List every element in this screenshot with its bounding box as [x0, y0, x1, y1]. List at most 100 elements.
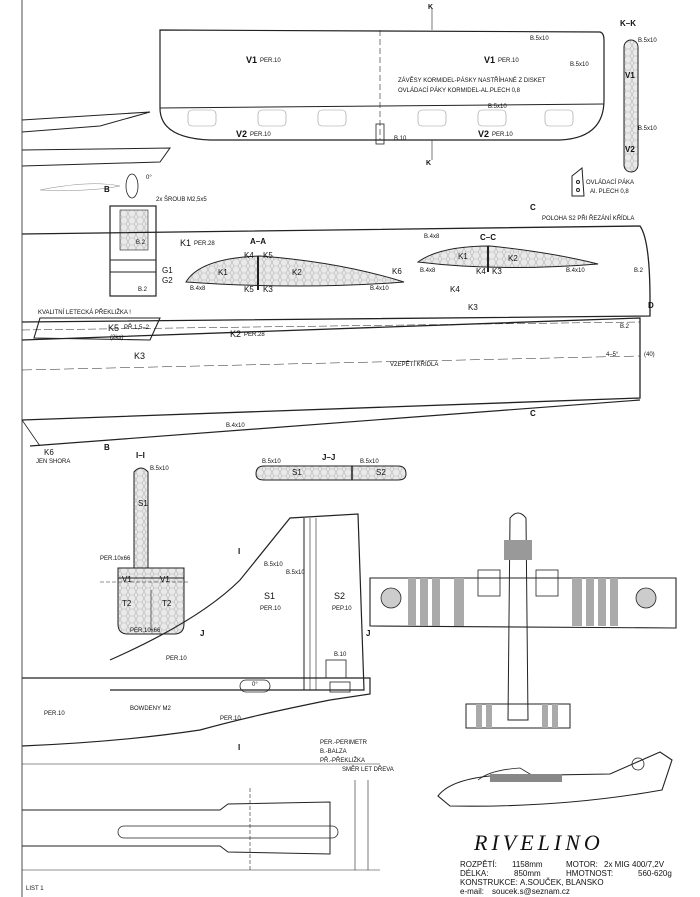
ii-label-b5x10: B.5x10	[150, 466, 169, 472]
hinge-note-2: OVLÁDACÍ PÁKY KORMIDEL-AL.PLECH 0,8	[398, 88, 520, 94]
label-per10-a: PER.10	[166, 656, 187, 662]
horn-note-2: Al. PLECH 0,8	[590, 189, 629, 195]
kk-label-v1: V1	[625, 71, 635, 80]
cc-label-k4: K4	[476, 267, 486, 276]
hinge-note-1: ZÁVĚSY KORMIDEL-PÁSKY NASTŘÍHANÉ Z DISKE…	[398, 78, 546, 84]
cc-label-k1: K1	[458, 252, 468, 261]
legend-b: B.-BALZA	[320, 749, 347, 755]
label-k5: K5	[108, 323, 120, 333]
fin-label-b5x10-b: B.5x10	[286, 570, 305, 576]
motor-mount	[109, 205, 157, 297]
label-b2-right: B.2	[634, 268, 644, 274]
k6-note: JEN SHORA	[36, 459, 71, 465]
label-k6: K6	[392, 267, 402, 276]
section-mark-d: D	[648, 301, 654, 310]
section-title-kk: K–K	[620, 19, 637, 28]
kk-label-v2: V2	[625, 145, 635, 154]
spec-length-value: 850mm	[514, 869, 541, 878]
label-per10x66: PER.10x66	[100, 556, 131, 562]
cut-position-note: POLOHA S2 PŘI ŘEZÁNÍ KŘÍDLA	[542, 216, 635, 222]
label-v2-right: V2	[478, 129, 490, 139]
label-per10-c: PER.10	[220, 716, 241, 722]
section-mark-b-bottom: B	[104, 443, 110, 452]
spec-email-label: e-mail:	[460, 887, 485, 896]
label-b2-a: B.2	[136, 240, 146, 246]
fuselage-bottom	[22, 801, 331, 855]
sheet-label: LIST 1	[26, 886, 44, 892]
aa-label-b4x8: B.4x8	[190, 286, 206, 292]
label-v1-left: V1	[246, 55, 258, 65]
spec-design-value: A.SOUČEK, BLANSKO	[520, 878, 604, 887]
label-b5x10-c: B.5x10	[488, 104, 507, 110]
plane-top-view	[369, 512, 677, 729]
legend-pr: PŘ.-PŘEKLIŽKA	[320, 758, 366, 764]
label-k3: K3	[134, 351, 146, 361]
label-v1-right: V1	[484, 55, 496, 65]
plywood-note: KVALITNÍ LETECKÁ PŘEKLIŽKA !	[38, 310, 131, 316]
jj-label-s1: S1	[292, 468, 302, 477]
cc-label-k2: K2	[508, 254, 518, 263]
label-k4: K4	[450, 285, 460, 294]
label-per10-b: PER.10	[44, 711, 65, 717]
k5-part	[33, 317, 161, 341]
cc-label-k3: K3	[492, 267, 502, 276]
plan-title: RIVELINO	[474, 830, 604, 855]
label-b2-right2: B.2	[620, 324, 630, 330]
spec-motor-value: 2x MIG 400/7,2V	[604, 860, 665, 869]
section-mark-j-left: J	[200, 629, 205, 638]
aa-label-k1: K1	[218, 268, 228, 277]
ii-label-t2-b: T2	[162, 599, 172, 608]
cc-label-b4x8-a: B.4x8	[424, 234, 440, 240]
label-v2-right-sub: PER.10	[492, 132, 513, 138]
kk-label-b5x10-a: B.5x10	[638, 38, 657, 44]
section-mark-i-bottom: I	[238, 743, 241, 752]
spec-span-value: 1158mm	[512, 860, 543, 869]
label-per10x66-b: PER.10x66	[130, 628, 161, 634]
fin-label-s1: S1	[264, 591, 276, 601]
fin-label-s2-sub: PEP.10	[332, 606, 352, 612]
jj-label-b5x10-b: B.5x10	[360, 459, 379, 465]
wing-top-view	[21, 225, 651, 323]
dihedral-dim: (40)	[644, 352, 655, 358]
section-title-cc: C–C	[480, 233, 497, 242]
fin-label-b5x10-a: B.5x10	[264, 562, 283, 568]
aa-label-k2: K2	[292, 268, 302, 277]
label-v2-left: V2	[236, 129, 248, 139]
stabilizer-outline	[159, 29, 605, 141]
ii-section	[133, 467, 149, 573]
jj-label-s2: S2	[376, 468, 386, 477]
spec-span-label: ROZPĚTÍ:	[460, 860, 497, 869]
spec-length-label: DÉLKA:	[460, 869, 489, 878]
spec-weight-label: HMOTNOST:	[566, 869, 614, 878]
section-mark-b-top: B	[104, 185, 110, 194]
label-k1-sub: PER.28	[194, 241, 215, 247]
aa-label-b4x10: B.4x10	[370, 286, 389, 292]
label-k3-mid: K3	[468, 303, 478, 312]
plane-side-view	[437, 751, 673, 807]
label-v2-left-sub: PER.10	[250, 132, 271, 138]
label-g1: G1	[162, 266, 173, 275]
fin-label-s1-sub: PER.10	[260, 606, 281, 612]
aa-label-k4: K4	[244, 251, 254, 260]
label-zero-deg-b: 0°	[252, 682, 258, 688]
section-title-ii: I–I	[136, 451, 145, 460]
spec-motor-label: MOTOR:	[566, 860, 598, 869]
section-mark-i-top: I	[238, 547, 241, 556]
fuselage-side	[21, 677, 371, 747]
legend-per: PER.-PERIMETR	[320, 740, 368, 746]
label-zero-deg: 0°	[146, 175, 152, 181]
label-k6-bottom: K6	[44, 448, 54, 457]
cc-label-b4x10: B.4x10	[566, 268, 585, 274]
cc-label-b4x8-b: B.4x8	[420, 268, 436, 274]
spec-email-value: soucek.s@seznam.cz	[492, 887, 570, 896]
spec-design-label: KONSTRUKCE:	[460, 878, 518, 887]
label-k2-sub: PER.28	[244, 332, 265, 338]
section-title-jj: J–J	[322, 453, 336, 462]
ii-label-s1: S1	[138, 499, 148, 508]
screw-note: 2x ŠROUB M2,5x5	[156, 197, 207, 203]
label-v1-right-sub: PER.10	[498, 58, 519, 64]
label-b4x10-bottom: B.4x10	[226, 423, 245, 429]
section-mark-c-bottom: C	[530, 409, 536, 418]
ii-label-t2-a: T2	[122, 599, 132, 608]
legend-grain: SMĚR LET DŘEVA	[342, 767, 394, 773]
